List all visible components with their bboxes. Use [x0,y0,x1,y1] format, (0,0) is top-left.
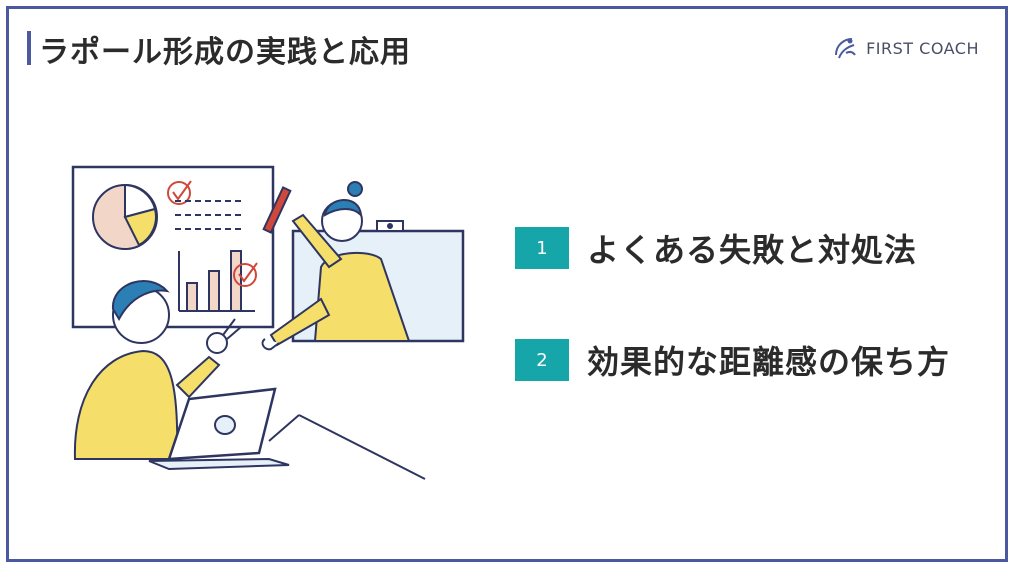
agenda-number-badge: 1 [515,227,569,269]
logo-text: FIRST COACH [866,38,979,58]
logo-icon [835,38,856,59]
agenda-number-badge: 2 [515,339,569,381]
title-accent-bar [27,31,31,65]
agenda-item-label: よくある失敗と対処法 [587,231,918,269]
meeting-illustration [71,165,465,480]
agenda-item: 2 効果的な距離感の保ち方 [515,337,950,383]
slide-frame: ラポール形成の実践と応用 FIRST COACH [6,6,1008,562]
slide-title: ラポール形成の実践と応用 [39,35,411,70]
agenda-item: 1 よくある失敗と対処法 [515,225,950,271]
agenda-item-label: 効果的な距離感の保ち方 [587,343,951,381]
agenda-list: 1 よくある失敗と対処法 2 効果的な距離感の保ち方 [515,225,950,449]
logo: FIRST COACH [830,33,979,63]
